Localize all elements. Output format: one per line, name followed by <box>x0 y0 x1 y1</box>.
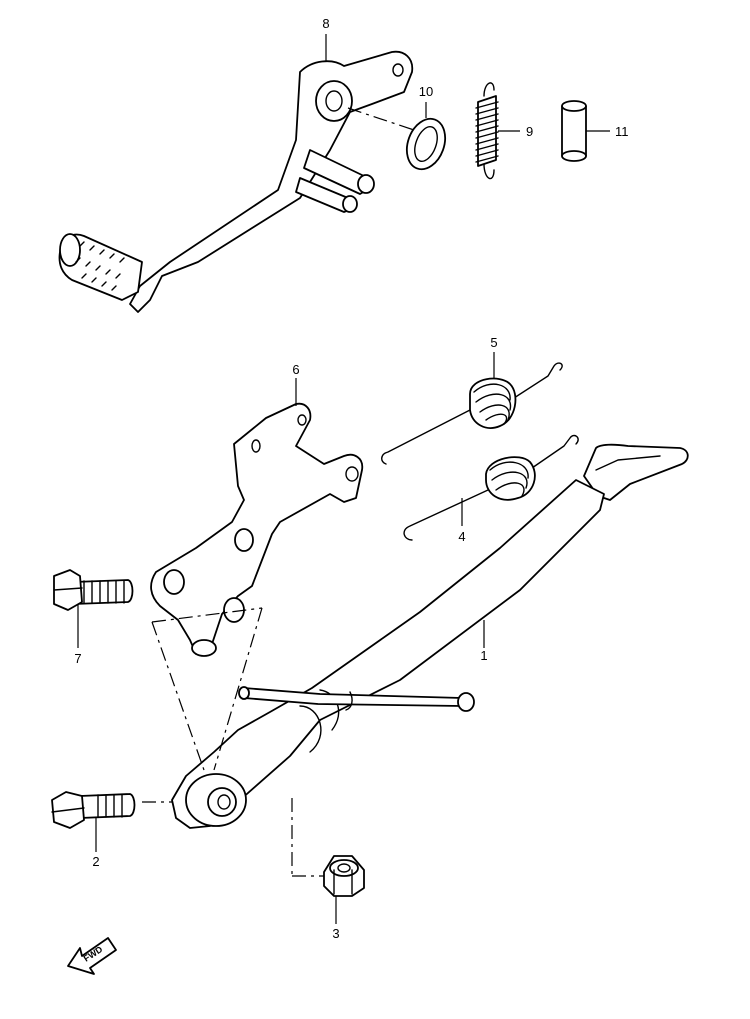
stand-assembly-lines <box>142 607 326 877</box>
callout-11: 11 <box>615 124 629 139</box>
brake-pedal-part-8[interactable] <box>58 50 414 313</box>
callout-5: 5 <box>490 335 497 350</box>
callout-9: 9 <box>526 124 533 139</box>
side-stand-part-1[interactable] <box>171 443 689 829</box>
callout-7: 7 <box>74 651 81 666</box>
bushing-part-11[interactable] <box>561 100 587 162</box>
bolt-part-7[interactable] <box>53 569 134 611</box>
callout-3: 3 <box>332 926 339 941</box>
callout-10: 10 <box>419 84 433 99</box>
spring-part-4[interactable] <box>403 434 579 541</box>
return-spring-part-9[interactable] <box>475 82 499 180</box>
callout-labels: 8 10 9 11 5 6 4 1 7 2 3 <box>74 16 628 941</box>
assembly-axis-line <box>347 107 415 131</box>
bracket-part-6[interactable] <box>150 402 364 657</box>
fwd-direction-arrow-icon: FWD <box>67 937 117 975</box>
callout-1: 1 <box>480 648 487 663</box>
callout-4: 4 <box>458 529 465 544</box>
leader-lines <box>77 34 610 924</box>
callout-8: 8 <box>322 16 329 31</box>
callout-2: 2 <box>92 854 99 869</box>
callout-6: 6 <box>292 362 299 377</box>
washer-part-10[interactable] <box>400 113 452 174</box>
nut-part-3[interactable] <box>323 855 365 897</box>
bolt-part-2[interactable] <box>51 791 136 829</box>
spring-part-5[interactable] <box>381 362 563 465</box>
